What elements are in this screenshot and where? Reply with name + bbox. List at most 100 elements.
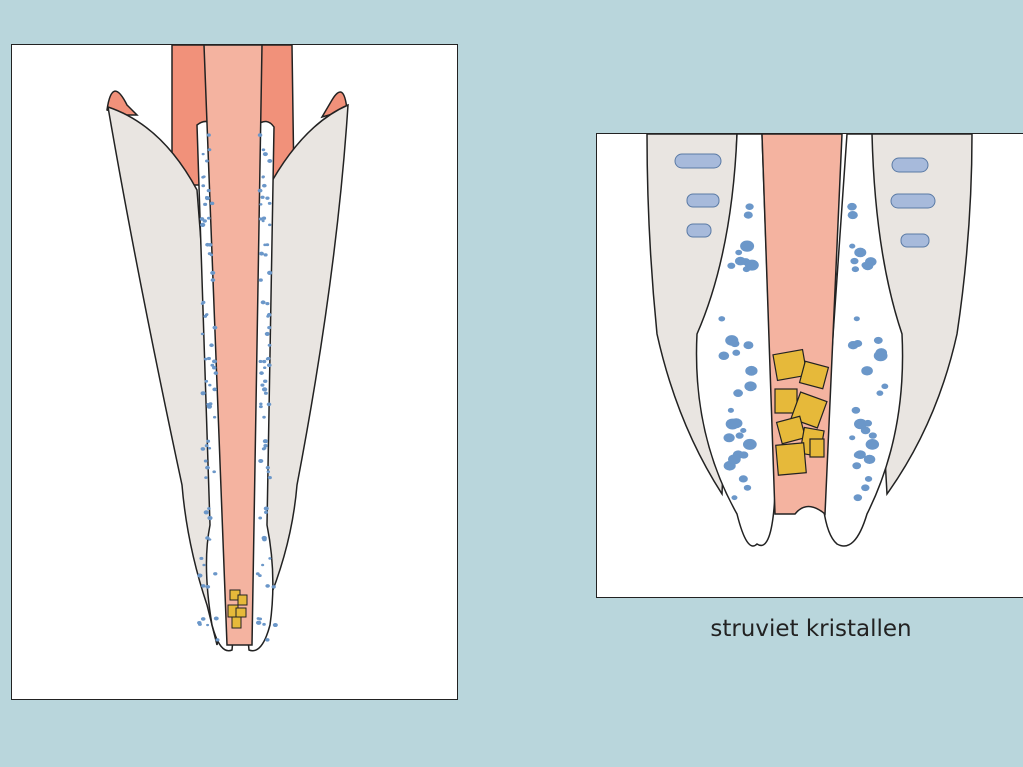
tissue-dot <box>847 202 857 211</box>
tissue-dot <box>264 331 270 336</box>
tissue-dot <box>261 447 266 451</box>
tissue-dot <box>267 476 272 480</box>
tissue-dot <box>265 465 270 470</box>
tissue-dot <box>734 256 746 266</box>
tissue-dot <box>255 620 262 625</box>
tissue-dot <box>861 484 870 492</box>
tissue-dot <box>202 563 206 567</box>
tissue-dot <box>258 617 263 621</box>
tissue-dot <box>212 470 216 474</box>
tissue-dot <box>203 357 208 361</box>
tissue-dot <box>263 443 268 448</box>
tissue-dot <box>730 339 740 348</box>
tissue-dot <box>204 195 209 199</box>
tissue-dot <box>265 638 270 642</box>
tissue-dot <box>258 405 263 409</box>
tissue-dot <box>263 243 267 247</box>
tissue-dot <box>743 211 753 219</box>
tissue-dot <box>257 188 263 193</box>
tissue-dot <box>268 557 272 560</box>
tissue-dot <box>731 495 738 501</box>
tissue-dot <box>868 432 877 439</box>
tissue-dot <box>201 184 206 188</box>
tissue-dot <box>727 407 734 413</box>
tissue-dot <box>853 494 863 502</box>
tissue-dot <box>210 363 215 367</box>
tissue-dot <box>208 447 212 450</box>
detail-diagram-panel <box>596 133 1023 598</box>
tissue-dot <box>723 433 735 443</box>
tissue-dot <box>876 390 884 396</box>
tissue-dot <box>212 325 218 330</box>
tissue-dot <box>212 365 217 370</box>
tissue-dot <box>262 439 268 444</box>
tissue-dot <box>272 623 278 628</box>
tissue-dot <box>850 257 859 265</box>
urethra <box>203 45 263 646</box>
tissue-dot <box>207 507 211 510</box>
tissue-dot <box>213 371 219 375</box>
tissue-dot <box>201 300 206 304</box>
tissue-dot <box>863 454 876 464</box>
tissue-dot <box>742 266 751 273</box>
tissue-dot <box>202 219 207 223</box>
tissue-dot <box>262 359 267 364</box>
tissue-dot <box>215 638 220 642</box>
tissue-dot <box>743 484 752 491</box>
caption-struvite-crystals: struviet kristallen <box>710 616 912 642</box>
tissue-dot <box>268 223 272 227</box>
tissue-dot <box>863 419 873 427</box>
tissue-dot <box>854 418 868 430</box>
tissue-dot <box>258 574 262 578</box>
tissue-dot <box>205 159 209 163</box>
tissue-dot <box>209 343 214 348</box>
right-spongy-layer <box>821 134 904 547</box>
tissue-dot <box>201 584 206 588</box>
tissue-dot <box>257 133 263 137</box>
tissue-dot <box>210 270 216 275</box>
tissue-dot <box>263 506 269 511</box>
tissue-dot <box>735 432 744 439</box>
tissue-dot <box>849 243 856 249</box>
tissue-dot <box>206 439 211 443</box>
tissue-dot <box>862 261 874 271</box>
tissue-dot <box>267 326 272 330</box>
tissue-dot <box>199 556 204 561</box>
tissue-dot <box>271 585 276 589</box>
tissue-dot <box>262 183 267 188</box>
tissue-dot <box>853 316 860 322</box>
tissue-dot <box>263 253 268 257</box>
tissue-dot <box>203 459 208 463</box>
tissue-dot <box>204 476 208 480</box>
tissue-dot <box>200 222 206 227</box>
tissue-dot <box>207 243 213 247</box>
urethra-overview-illustration <box>106 45 349 652</box>
tissue-dot <box>212 387 218 392</box>
tissue-dot <box>851 406 861 414</box>
tissue-dot <box>258 516 263 520</box>
tissue-dot <box>201 152 205 156</box>
tissue-dot <box>261 219 265 223</box>
tissue-dot <box>865 439 880 450</box>
tissue-dot <box>263 379 268 384</box>
tissue-dot <box>204 379 209 383</box>
gland-marks <box>674 153 936 248</box>
tissue-dots <box>197 133 278 642</box>
tissue-dot <box>266 402 272 407</box>
tissue-dot <box>213 572 218 576</box>
tissue-dot <box>205 465 210 470</box>
tissue-dot <box>873 336 883 344</box>
tissue-dot <box>200 332 205 336</box>
tissue-dot <box>259 251 264 256</box>
tissue-dot <box>204 444 209 448</box>
tissue-dot <box>197 622 202 626</box>
tissue-dot <box>727 262 736 269</box>
right-sheath <box>250 103 349 646</box>
tissue-dot <box>881 383 889 390</box>
tissue-dot <box>745 365 758 376</box>
tissue-dot <box>205 584 211 589</box>
tissue-dot <box>265 243 270 247</box>
tissue-dot <box>261 216 267 220</box>
tissue-dot <box>738 475 748 483</box>
tissue-dot <box>211 359 217 364</box>
